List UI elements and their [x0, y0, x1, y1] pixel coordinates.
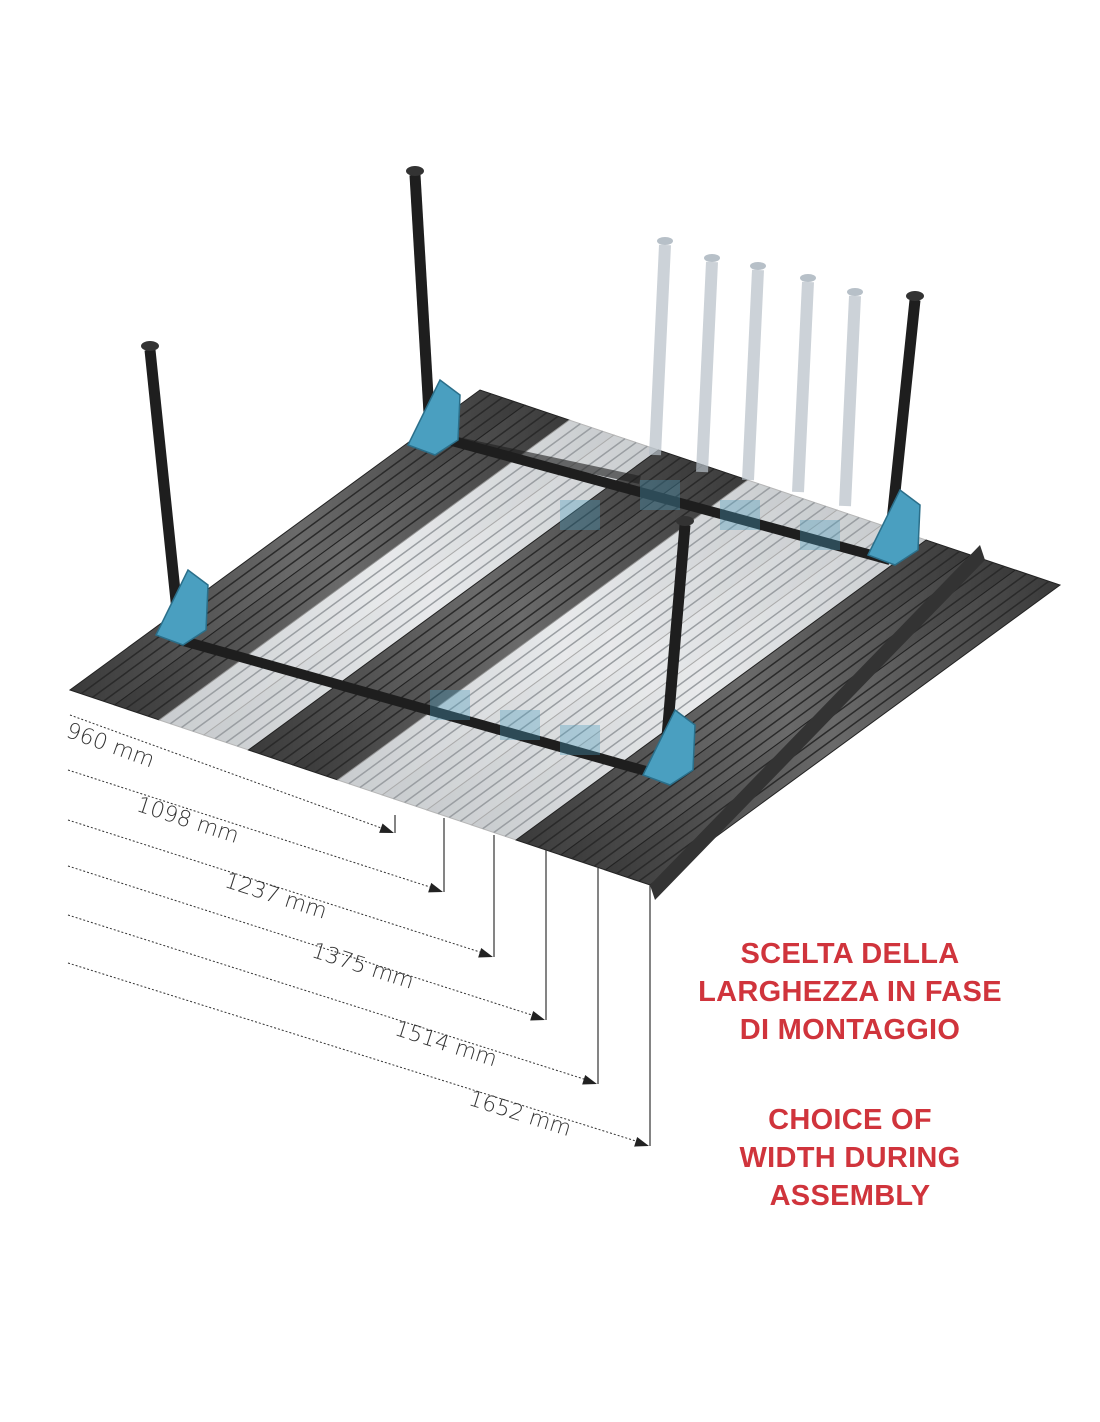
back-rail: [428, 430, 892, 565]
sheet-rib: [103, 400, 514, 702]
ghost-post: [792, 281, 814, 493]
sheet-rib: [571, 558, 983, 860]
sheet-rib: [314, 471, 726, 774]
sheet-rib: [504, 535, 916, 837]
blue-corner-bracket: [406, 378, 461, 456]
sheet-rib: [303, 468, 715, 770]
sheet-rib: [192, 430, 604, 732]
sheet-rib: [225, 441, 637, 744]
blue-corner-bracket: [866, 488, 921, 566]
dimension-label: 1375 mm: [308, 938, 416, 994]
sheet-rib: [147, 415, 559, 717]
dimension-label: 1514 mm: [392, 1016, 500, 1072]
sheet-rib: [404, 501, 816, 804]
sheet-rib: [393, 498, 804, 800]
front-rail: [178, 635, 662, 780]
post-cap: [406, 166, 424, 176]
adjustable-frame: [141, 166, 924, 786]
blue-corner-bracket: [154, 568, 209, 646]
post-cap: [141, 341, 159, 351]
arrowhead: [428, 882, 443, 893]
ghost-bracket: [560, 725, 600, 755]
vertical-post: [884, 299, 921, 541]
arrowhead: [582, 1074, 597, 1085]
caption-italian: SCELTA DELLA LARGHEZZA IN FASE DI MONTAG…: [680, 935, 1020, 1049]
dimension-line: [67, 865, 536, 1017]
vertical-post: [659, 524, 691, 761]
post-cap: [906, 291, 924, 301]
sheet-rib: [326, 475, 737, 777]
sheet-rib: [415, 505, 827, 807]
sheet-rib: [281, 460, 693, 762]
vertical-post: [144, 349, 184, 621]
caption-line: LARGHEZZA IN FASE: [698, 976, 1002, 1008]
arrowhead: [379, 823, 394, 833]
vertical-post: [409, 174, 436, 431]
sheet-rib: [359, 486, 771, 789]
sheet-rib: [169, 423, 581, 725]
ghost-post-cap: [800, 274, 816, 282]
dimension-label: 1098 mm: [133, 792, 241, 849]
cross-rail: [429, 431, 641, 484]
blue-corner-bracket: [641, 708, 696, 786]
ghost-bracket: [640, 480, 680, 510]
ghost-post-cap: [657, 237, 673, 245]
sheet-rib: [549, 550, 961, 852]
sheet-rib: [538, 546, 949, 849]
sheet-rib: [459, 520, 871, 822]
sheet-rib: [236, 445, 648, 747]
arrowhead: [530, 1010, 545, 1021]
sheet-rib: [270, 456, 682, 759]
ghost-post-cap: [750, 262, 766, 270]
ghost-post: [696, 261, 718, 473]
ghost-post: [742, 269, 764, 481]
dimension-label: 960 mm: [63, 718, 158, 773]
caption-line: WIDTH DURING: [739, 1142, 961, 1174]
caption-english: CHOICE OF WIDTH DURING ASSEMBLY: [680, 1101, 1020, 1215]
ghost-post-cap: [704, 254, 720, 262]
sheet-rib: [437, 513, 849, 815]
caption-line: DI MONTAGGIO: [739, 1014, 961, 1046]
dimension-line: [67, 819, 484, 954]
ghost-bracket: [800, 520, 840, 550]
caption-line: SCELTA DELLA: [740, 938, 960, 970]
sheet-rib: [482, 528, 894, 830]
ghost-bracket: [720, 500, 760, 530]
ghost-bracket: [500, 710, 540, 740]
caption-line: ASSEMBLY: [769, 1180, 931, 1212]
sheet-rib: [493, 531, 905, 834]
ghost-bracket: [560, 500, 600, 530]
ghost-bracket: [430, 690, 470, 720]
sheet-rib: [526, 543, 938, 845]
post-cap: [676, 516, 694, 526]
sheet-rib: [593, 565, 1005, 867]
ghost-post-cap: [847, 288, 863, 296]
ghost-post: [649, 244, 671, 456]
sheet-rib: [125, 408, 537, 710]
sheet-rib: [259, 453, 671, 755]
floor-front-edge: [650, 545, 985, 900]
arrowhead: [634, 1137, 649, 1147]
caption-line: CHOICE OF: [768, 1104, 932, 1136]
sheet-rib: [214, 438, 626, 740]
sheet-rib: [448, 516, 860, 819]
arrowhead: [478, 947, 493, 958]
sheet-rib: [348, 483, 760, 785]
ghost-post: [839, 295, 861, 507]
dimension-line: [67, 914, 588, 1081]
sheet-rib: [370, 490, 782, 792]
dimension-label: 1237 mm: [221, 868, 329, 924]
sheet-rib: [181, 426, 592, 729]
sheet-rib: [627, 576, 1039, 879]
sheet-rib: [136, 411, 548, 714]
dimension-label: 1652 mm: [466, 1086, 574, 1142]
